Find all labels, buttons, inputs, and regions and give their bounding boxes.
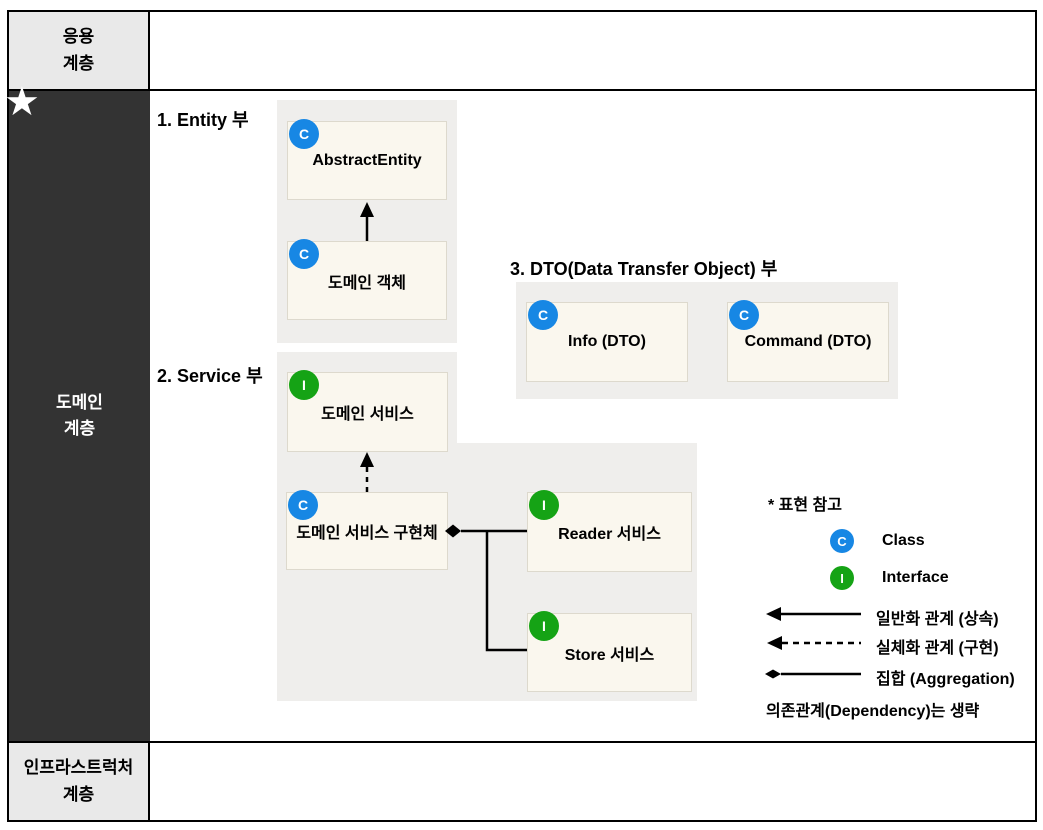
- service-section-title: 2. Service 부: [157, 366, 263, 386]
- legend-realization-label: 실체화 관계 (구현): [876, 640, 999, 657]
- node-label: Store 서비스: [564, 646, 655, 664]
- application-layer-label-line1: 응용: [62, 27, 95, 47]
- domain-layer-label-line2: 계층: [63, 419, 96, 438]
- legend-generalization-label: 일반화 관계 (상속): [876, 611, 999, 628]
- domain-layer-label-line1: 도메인: [56, 392, 103, 412]
- class-badge-icon: C: [528, 300, 558, 330]
- class-badge-icon: C: [288, 490, 318, 520]
- layer-cell-domain: 도메인 계층: [9, 91, 150, 741]
- node-label: Command (DTO): [744, 333, 872, 350]
- legend-title: * 표현 참고: [768, 497, 842, 514]
- class-badge-icon: C: [289, 239, 319, 269]
- star-icon: ★: [4, 79, 40, 125]
- node-command-dto: C Command (DTO): [727, 300, 889, 382]
- infrastructure-layer-label-line1: 인프라스트럭처: [23, 758, 134, 778]
- row-divider-bottom: [9, 741, 1035, 743]
- interface-badge-icon: I: [529, 611, 559, 641]
- application-layer-label-line2: 계층: [62, 53, 95, 73]
- infrastructure-layer-label-line2: 계층: [62, 784, 95, 804]
- class-badge-icon: C: [729, 300, 759, 330]
- node-abstract-entity: C AbstractEntity: [287, 119, 447, 200]
- legend-interface-badge-icon: I: [830, 566, 854, 590]
- node-domain-service-impl: C 도메인 서비스 구현체: [286, 490, 448, 570]
- legend-interface-label: Interface: [882, 569, 949, 586]
- node-label: Reader 서비스: [558, 526, 661, 543]
- row-divider-top: [9, 89, 1035, 91]
- node-info-dto: C Info (DTO): [526, 300, 688, 382]
- dto-section-title: 3. DTO(Data Transfer Object) 부: [510, 259, 778, 279]
- interface-badge-icon: I: [529, 490, 559, 520]
- legend-class-label: Class: [882, 532, 925, 549]
- node-store-service: I Store 서비스: [527, 611, 692, 692]
- node-label: 도메인 서비스 구현체: [296, 525, 438, 542]
- node-label: 도메인 서비스: [321, 406, 414, 423]
- node-reader-service: I Reader 서비스: [527, 490, 692, 572]
- node-label: Info (DTO): [568, 333, 646, 350]
- layer-cell-application: 응용 계층: [9, 12, 150, 89]
- legend-dependency-note: 의존관계(Dependency)는 생략: [766, 703, 980, 720]
- node-label: AbstractEntity: [312, 151, 422, 169]
- layer-cell-infrastructure: 인프라스트럭처 계층: [9, 743, 150, 820]
- entity-section-title: 1. Entity 부: [157, 110, 249, 130]
- node-domain-object: C 도메인 객체: [287, 239, 447, 320]
- node-label: 도메인 객체: [327, 274, 407, 292]
- legend-class-badge-icon: C: [830, 529, 854, 553]
- legend-aggregation-label: 집합 (Aggregation): [876, 671, 1015, 688]
- node-domain-service: I 도메인 서비스: [287, 370, 448, 452]
- class-badge-icon: C: [289, 119, 319, 149]
- interface-badge-icon: I: [289, 370, 319, 400]
